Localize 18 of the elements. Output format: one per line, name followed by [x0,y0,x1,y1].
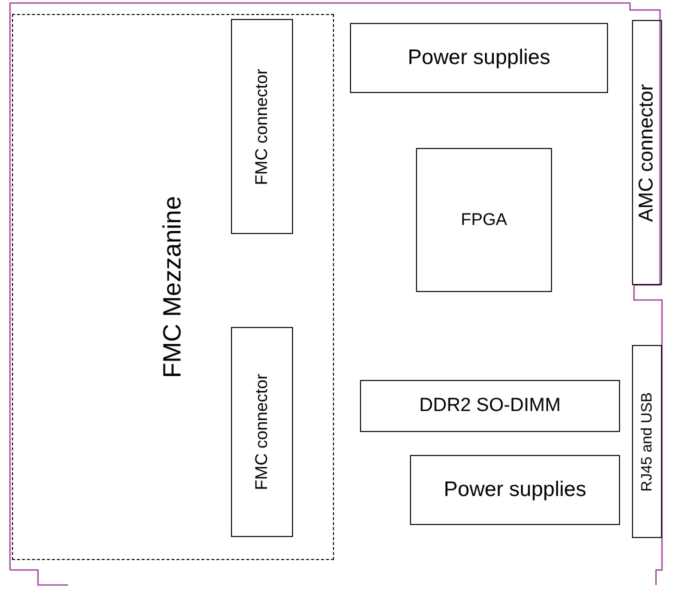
connector-box [632,20,662,285]
label-text: AMC connector [636,84,658,222]
mezzanine-card [12,14,334,560]
chip-box [416,148,552,292]
label-text: FMC Mezzanine [158,196,188,378]
connector-box [231,19,293,234]
label-text: Power supplies [442,478,588,502]
label-text: RJ45 and USB [638,392,656,492]
connector-box [231,327,293,537]
label-text: FPGA [460,210,508,230]
label-text: DDR2 SO-DIMM [418,395,562,417]
label-text: Power supplies [406,46,552,70]
label-text: FMC connector [252,374,272,490]
connector-box [632,345,662,538]
label-text: FMC connector [252,68,272,185]
component-box [360,380,620,432]
component-box [410,455,620,525]
component-box [350,23,608,93]
